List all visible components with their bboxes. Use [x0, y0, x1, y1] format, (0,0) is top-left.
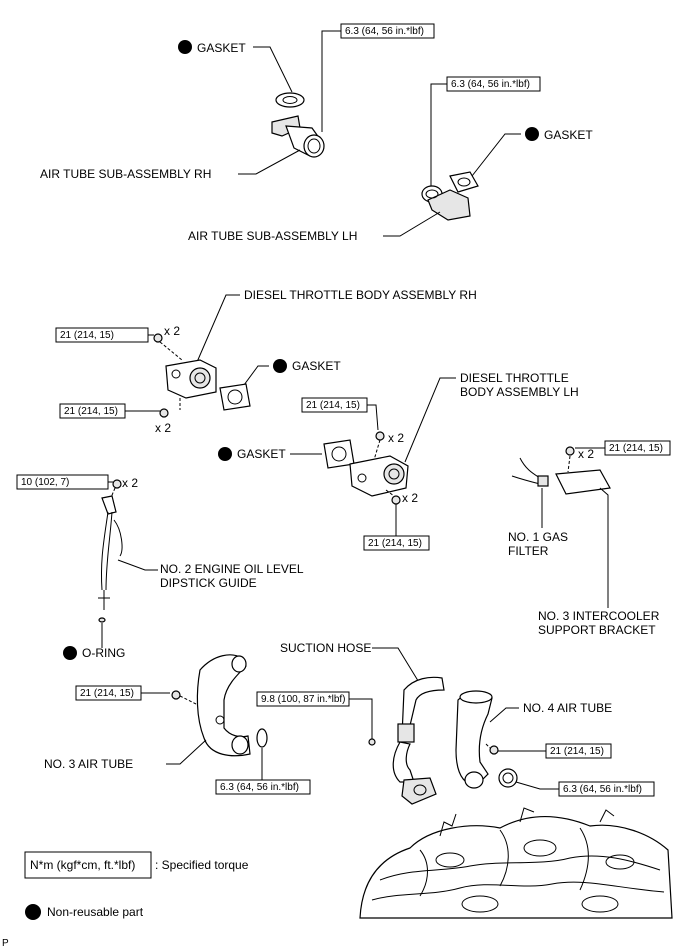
- non-reusable-dot: [63, 646, 77, 660]
- torque-throttle-rh-bottom: 21 (214, 15): [64, 406, 118, 417]
- non-reusable-dot: [25, 904, 41, 920]
- non-reusable-dot: [273, 359, 287, 373]
- legend-non-reusable: Non-reusable part: [47, 905, 144, 919]
- bolt-icon: [489, 745, 499, 755]
- qty-throttle-lh-top: x 2: [388, 431, 404, 445]
- torque-bracket: 21 (214, 15): [609, 443, 663, 454]
- gasket-lh-tube-label: GASKET: [544, 128, 593, 142]
- no3-air-tube-label: NO. 3 AIR TUBE: [44, 757, 133, 771]
- qty-throttle-rh-bottom: x 2: [155, 421, 171, 435]
- suction-hose-part: [392, 676, 445, 805]
- legend-torque-unit: N*m (kgf*cm, ft.*lbf): [30, 858, 135, 872]
- legend-torque-desc: : Specified torque: [155, 858, 249, 872]
- no4-air-tube-label: NO. 4 AIR TUBE: [523, 701, 612, 715]
- torque-no4-clamp: 6.3 (64, 56 in.*lbf): [563, 784, 642, 795]
- non-reusable-dot: [178, 40, 192, 54]
- bolt-icon: [375, 431, 385, 441]
- clamp-icon: [256, 728, 268, 748]
- torque-no3-clamp: 6.3 (64, 56 in.*lbf): [220, 782, 299, 793]
- no3-air-tube-part: [196, 654, 251, 757]
- qty-dipstick: x 2: [122, 476, 138, 490]
- gasket-rh-tube-label: GASKET: [197, 41, 246, 55]
- bolt-icon: [368, 738, 376, 746]
- throttle-lh-label-2: BODY ASSEMBLY LH: [460, 385, 579, 399]
- dipstick-label-2: DIPSTICK GUIDE: [160, 576, 257, 590]
- torque-suction-hose: 9.8 (100, 87 in.*lbf): [261, 694, 346, 705]
- gasket-icon: [219, 383, 251, 411]
- torque-throttle-rh-top: 21 (214, 15): [60, 330, 114, 341]
- air-tube-rh-label: AIR TUBE SUB-ASSEMBLY RH: [40, 167, 211, 181]
- throttle-body-rh-part: [165, 359, 217, 399]
- bolt-icon: [159, 408, 169, 418]
- non-reusable-dot: [218, 447, 232, 461]
- air-tube-rh-part: [271, 115, 325, 158]
- qty-throttle-rh-top: x 2: [164, 324, 180, 338]
- dipstick-guide-part: [98, 495, 123, 610]
- o-ring-icon: [98, 617, 106, 623]
- throttle-rh-label: DIESEL THROTTLE BODY ASSEMBLY RH: [244, 288, 477, 302]
- suction-hose-label: SUCTION HOSE: [280, 641, 371, 655]
- bolt-icon: [153, 333, 163, 343]
- no4-air-tube-part: [455, 690, 493, 789]
- torque-no3-bolt: 21 (214, 15): [80, 688, 134, 699]
- intercooler-label-1: NO. 3 INTERCOOLER: [538, 609, 660, 623]
- bolt-icon: [112, 479, 122, 489]
- o-ring-label: O-RING: [82, 646, 125, 660]
- gas-filter-part: [511, 457, 549, 487]
- bolt-icon: [391, 495, 401, 505]
- throttle-lh-label-1: DIESEL THROTTLE: [460, 371, 569, 385]
- torque-no4-bolt: 21 (214, 15): [550, 746, 604, 757]
- intercooler-bracket-part: [555, 469, 611, 495]
- dipstick-label-1: NO. 2 ENGINE OIL LEVEL: [160, 562, 304, 576]
- gasket-icon: [449, 171, 479, 193]
- gasket-throttle-rh-label: GASKET: [292, 359, 341, 373]
- gas-filter-label-1: NO. 1 GAS: [508, 530, 568, 544]
- engine-illustration: [359, 807, 673, 919]
- torque-tube-lh: 6.3 (64, 56 in.*lbf): [451, 79, 530, 90]
- torque-throttle-lh-top: 21 (214, 15): [306, 400, 360, 411]
- torque-dipstick: 10 (102, 7): [21, 477, 69, 488]
- bolt-icon: [565, 446, 575, 456]
- svg-text:6.3 (64, 56 in.*lbf): 6.3 (64, 56 in.*lbf): [345, 26, 424, 37]
- non-reusable-dot: [525, 127, 539, 141]
- intercooler-label-2: SUPPORT BRACKET: [538, 623, 656, 637]
- gasket-throttle-lh-label: GASKET: [237, 447, 286, 461]
- bolt-icon: [171, 690, 181, 700]
- torque-throttle-lh-bottom: 21 (214, 15): [368, 538, 422, 549]
- gas-filter-label-2: FILTER: [508, 544, 549, 558]
- corner-mark: P: [2, 938, 9, 949]
- throttle-body-lh-part: [349, 455, 409, 497]
- qty-throttle-lh-bottom: x 2: [402, 491, 418, 505]
- air-tube-lh-label: AIR TUBE SUB-ASSEMBLY LH: [188, 229, 357, 243]
- gasket-icon: [275, 92, 305, 108]
- qty-bracket: x 2: [578, 447, 594, 461]
- clamp-icon: [498, 768, 518, 788]
